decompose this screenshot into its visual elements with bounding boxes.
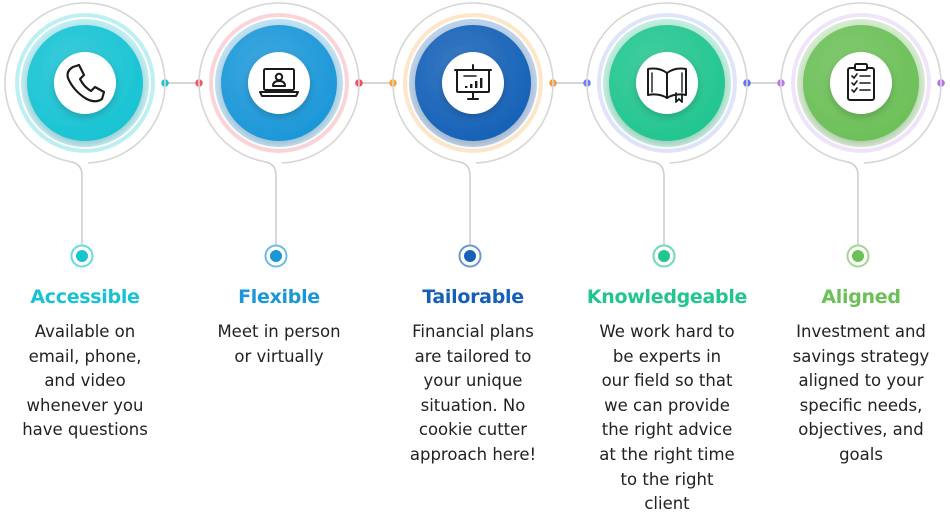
laptop-user-icon: [259, 68, 299, 97]
outer-ring: [198, 2, 360, 164]
step-description-flexible: Meet in person or virtually: [217, 322, 341, 366]
open-book-icon: [647, 67, 687, 103]
step-marker-dot: [270, 250, 282, 262]
step-description-accessible: Available on email, phone, and video whe…: [22, 322, 148, 440]
step-marker-dot: [658, 250, 670, 262]
outer-ring: [780, 2, 942, 164]
outer-ring: [392, 2, 554, 164]
stem-line: [70, 160, 83, 245]
step-node-aligned: [780, 2, 942, 268]
outer-ring: [4, 2, 166, 164]
step-title-accessible: Accessible: [30, 286, 140, 308]
icon-plate: [248, 52, 310, 114]
icon-plate: [442, 52, 504, 114]
step-node-tailorable: [392, 2, 554, 268]
step-marker-dot: [76, 250, 88, 262]
clipboard-checklist-icon: [847, 63, 875, 101]
step-marker-dot: [852, 250, 864, 262]
step-node-accessible: [4, 2, 166, 268]
stem-line: [458, 160, 471, 245]
step-node-knowledgeable: [586, 2, 748, 268]
phone-icon: [66, 63, 106, 103]
stem-line: [846, 160, 859, 245]
step-description-tailorable: Financial plans are tailored to your uni…: [409, 322, 537, 464]
step-description-aligned: Investment and savings strategy aligned …: [792, 322, 930, 464]
stem-line: [264, 160, 277, 245]
stem-line: [652, 160, 665, 245]
step-title-aligned: Aligned: [821, 286, 901, 308]
outer-ring: [586, 2, 748, 164]
presentation-chart-icon: [454, 64, 492, 100]
step-title-tailorable: Tailorable: [422, 286, 524, 308]
step-title-knowledgeable: Knowledgeable: [586, 286, 748, 308]
step-description-knowledgeable: We work hard to be experts in our field …: [599, 322, 735, 514]
step-marker-dot: [464, 250, 476, 262]
icon-plate: [54, 52, 116, 114]
step-title-flexible: Flexible: [238, 286, 320, 308]
step-node-flexible: [198, 2, 360, 268]
